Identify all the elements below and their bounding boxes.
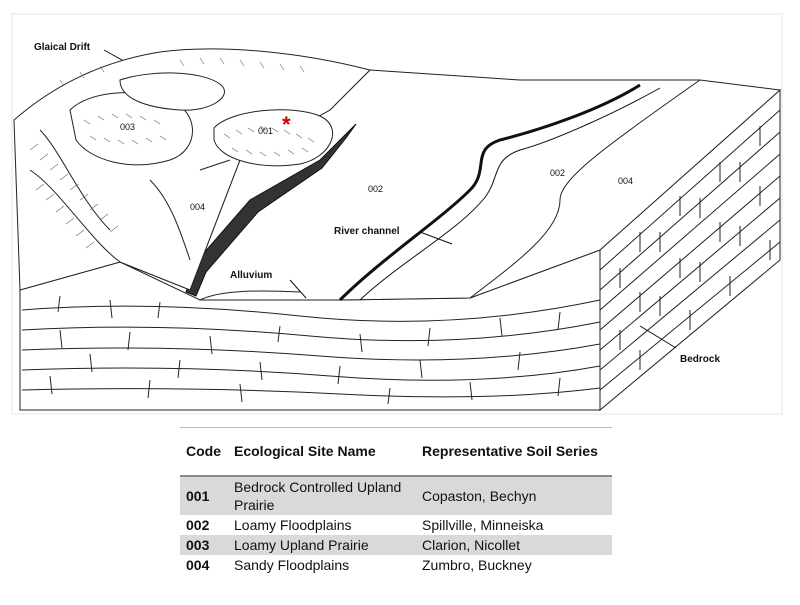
glacial-drift-hills bbox=[13, 48, 371, 291]
asterisk-marker: * bbox=[282, 112, 291, 137]
bedrock-label: Bedrock bbox=[680, 354, 720, 365]
zone-002-right-label: 002 bbox=[550, 168, 565, 178]
row-code: 004 bbox=[186, 557, 210, 573]
zone-004-right-label: 004 bbox=[618, 176, 633, 186]
row-soil-series: Copaston, Bechyn bbox=[416, 476, 612, 515]
alluvium-pointer bbox=[289, 279, 307, 299]
row-soil-series: Clarion, Nicollet bbox=[416, 535, 612, 555]
zone-002-left-label: 002 bbox=[368, 184, 383, 194]
zone-004-left-label: 004 bbox=[190, 202, 205, 212]
legend-header-row: Code Ecological Site Name Representative… bbox=[180, 427, 612, 477]
row-soil-series: Spillville, Minneiska bbox=[422, 517, 544, 533]
table-row: 003 Loamy Upland Prairie Clarion, Nicoll… bbox=[180, 535, 612, 555]
table-row: 004 Sandy Floodplains Zumbro, Buckney bbox=[180, 555, 612, 575]
diagram-frame bbox=[11, 13, 783, 415]
glacial-drift-label: Glaical Drift bbox=[34, 42, 91, 53]
drift-texture bbox=[29, 57, 315, 249]
bedrock-front-face bbox=[19, 249, 601, 411]
row-site-name: Sandy Floodplains bbox=[234, 557, 350, 573]
row-site-name: Loamy Upland Prairie bbox=[228, 535, 416, 555]
header-soil-series: Representative Soil Series bbox=[416, 427, 612, 477]
river-channel-pointer bbox=[419, 231, 453, 245]
upland-003-mound bbox=[69, 92, 193, 166]
zone-003-label: 003 bbox=[120, 122, 135, 132]
river-channel bbox=[338, 83, 661, 302]
river-channel-label: River channel bbox=[334, 226, 400, 237]
landscape-block-diagram: Glaical Drift River channel Alluvium Bed… bbox=[11, 13, 783, 415]
row-code: 002 bbox=[186, 517, 210, 533]
bedrock-pointer bbox=[639, 325, 677, 349]
alluvium-label: Alluvium bbox=[230, 270, 272, 281]
header-site-name: Ecological Site Name bbox=[228, 427, 416, 477]
table-row: 001 Bedrock Controlled Upland Prairie Co… bbox=[180, 476, 612, 515]
floodplain-boundaries bbox=[199, 79, 701, 301]
zone-001-label: 001 bbox=[258, 126, 273, 136]
row-code: 001 bbox=[180, 476, 228, 515]
row-soil-series: Zumbro, Buckney bbox=[422, 557, 532, 573]
header-code: Code bbox=[180, 427, 228, 477]
table-row: 002 Loamy Floodplains Spillville, Minnei… bbox=[180, 515, 612, 535]
row-code: 003 bbox=[180, 535, 228, 555]
ecological-site-legend-table: Code Ecological Site Name Representative… bbox=[180, 427, 612, 575]
terrace-scarp bbox=[185, 123, 357, 297]
upland-001-mound bbox=[213, 109, 333, 167]
row-site-name: Loamy Floodplains bbox=[234, 517, 352, 533]
row-site-name: Bedrock Controlled Upland Prairie bbox=[228, 476, 416, 515]
